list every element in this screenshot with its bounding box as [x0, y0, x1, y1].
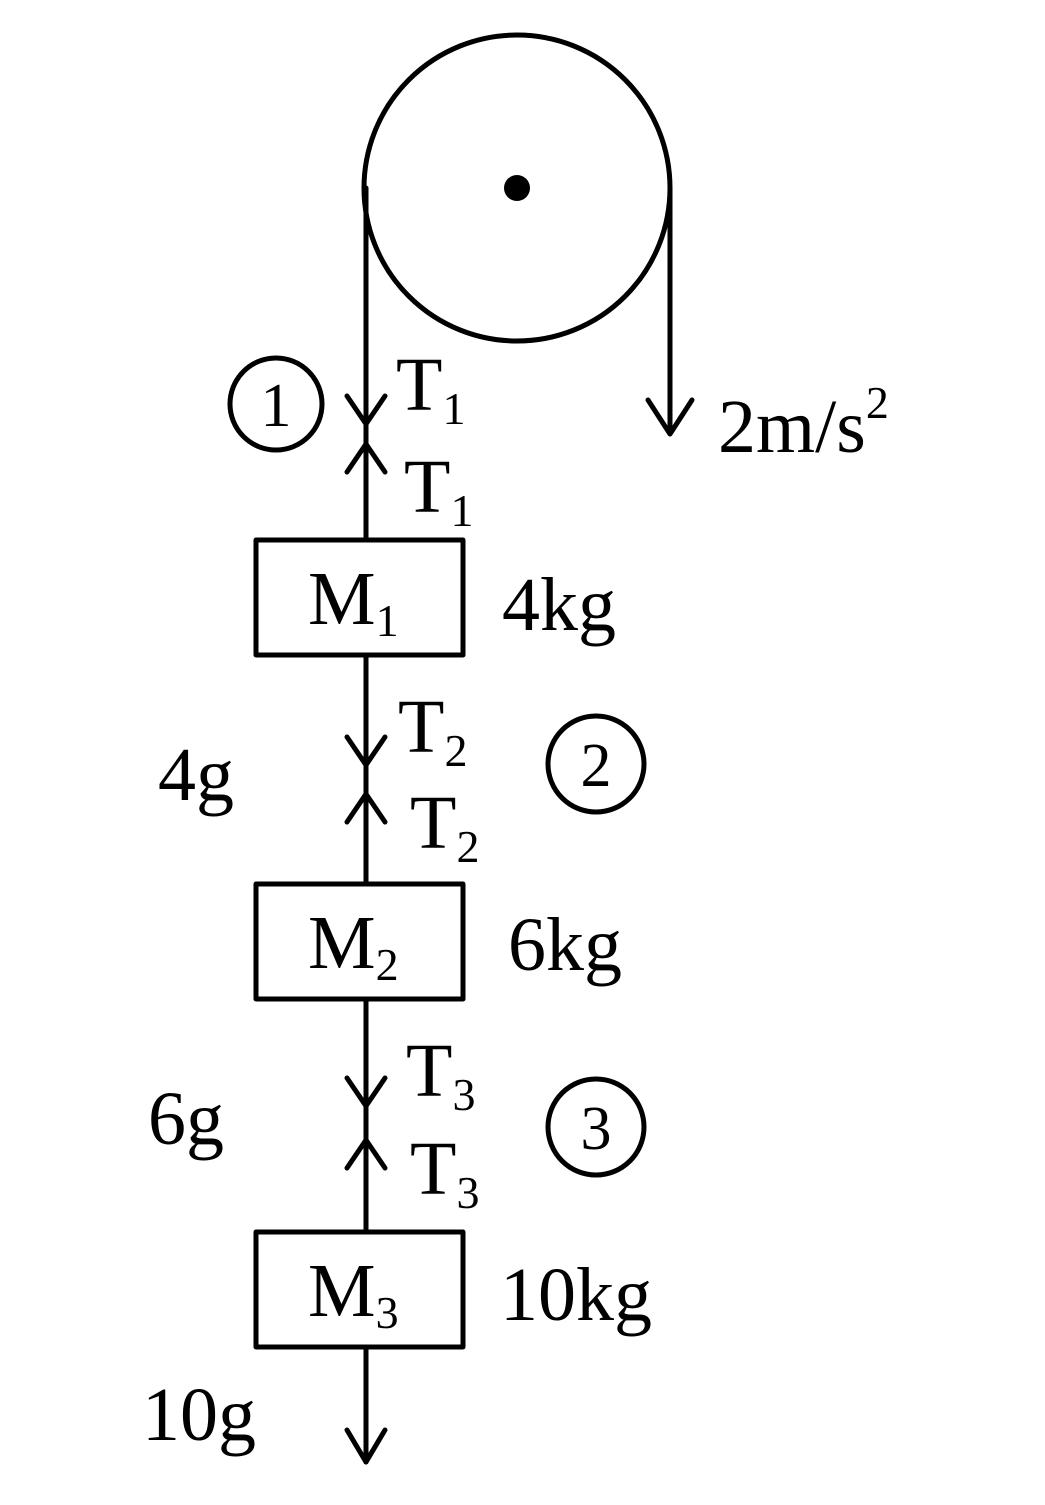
t3-up-arrow — [344, 1137, 388, 1171]
block-m2 — [253, 881, 466, 1002]
t3-lower-label: T3 — [410, 1127, 479, 1218]
acceleration-label: 2m/s2 — [718, 377, 889, 469]
block-m3-label: M3 — [308, 1249, 399, 1338]
t1-up-arrow — [344, 441, 388, 475]
t2-upper-label: T2 — [398, 685, 467, 776]
m3-weight-arrow — [344, 1427, 388, 1465]
block-m1-label: M1 — [308, 557, 399, 646]
t1-upper-label: T1 — [396, 343, 465, 434]
pulley-axle — [504, 175, 530, 201]
point-2-number: 2 — [581, 732, 612, 800]
t1-down-arrow — [344, 393, 388, 427]
block-m3-mass: 10kg — [500, 1253, 652, 1337]
point-2-circle — [545, 713, 647, 815]
block-m2-label: M2 — [308, 901, 399, 990]
block-m3 — [253, 1229, 466, 1350]
t3-upper-label: T3 — [406, 1029, 475, 1120]
m1-weight-label: 4g — [158, 733, 234, 817]
m2-weight-label: 6g — [148, 1077, 224, 1161]
m3-weight-label: 10g — [142, 1373, 256, 1457]
block-m2-mass: 6kg — [508, 903, 622, 987]
t1-lower-label: T1 — [404, 445, 473, 536]
point-3-number: 3 — [581, 1095, 612, 1163]
acceleration-arrow — [645, 397, 695, 437]
t2-down-arrow — [344, 734, 388, 768]
t2-up-arrow — [344, 791, 388, 825]
block-m1 — [253, 537, 466, 658]
point-3-circle — [545, 1076, 647, 1178]
t3-down-arrow — [344, 1075, 388, 1109]
point-1-circle — [227, 355, 325, 453]
block-m1-mass: 4kg — [502, 563, 616, 647]
t2-lower-label: T2 — [410, 781, 479, 872]
point-1-number: 1 — [261, 372, 292, 440]
